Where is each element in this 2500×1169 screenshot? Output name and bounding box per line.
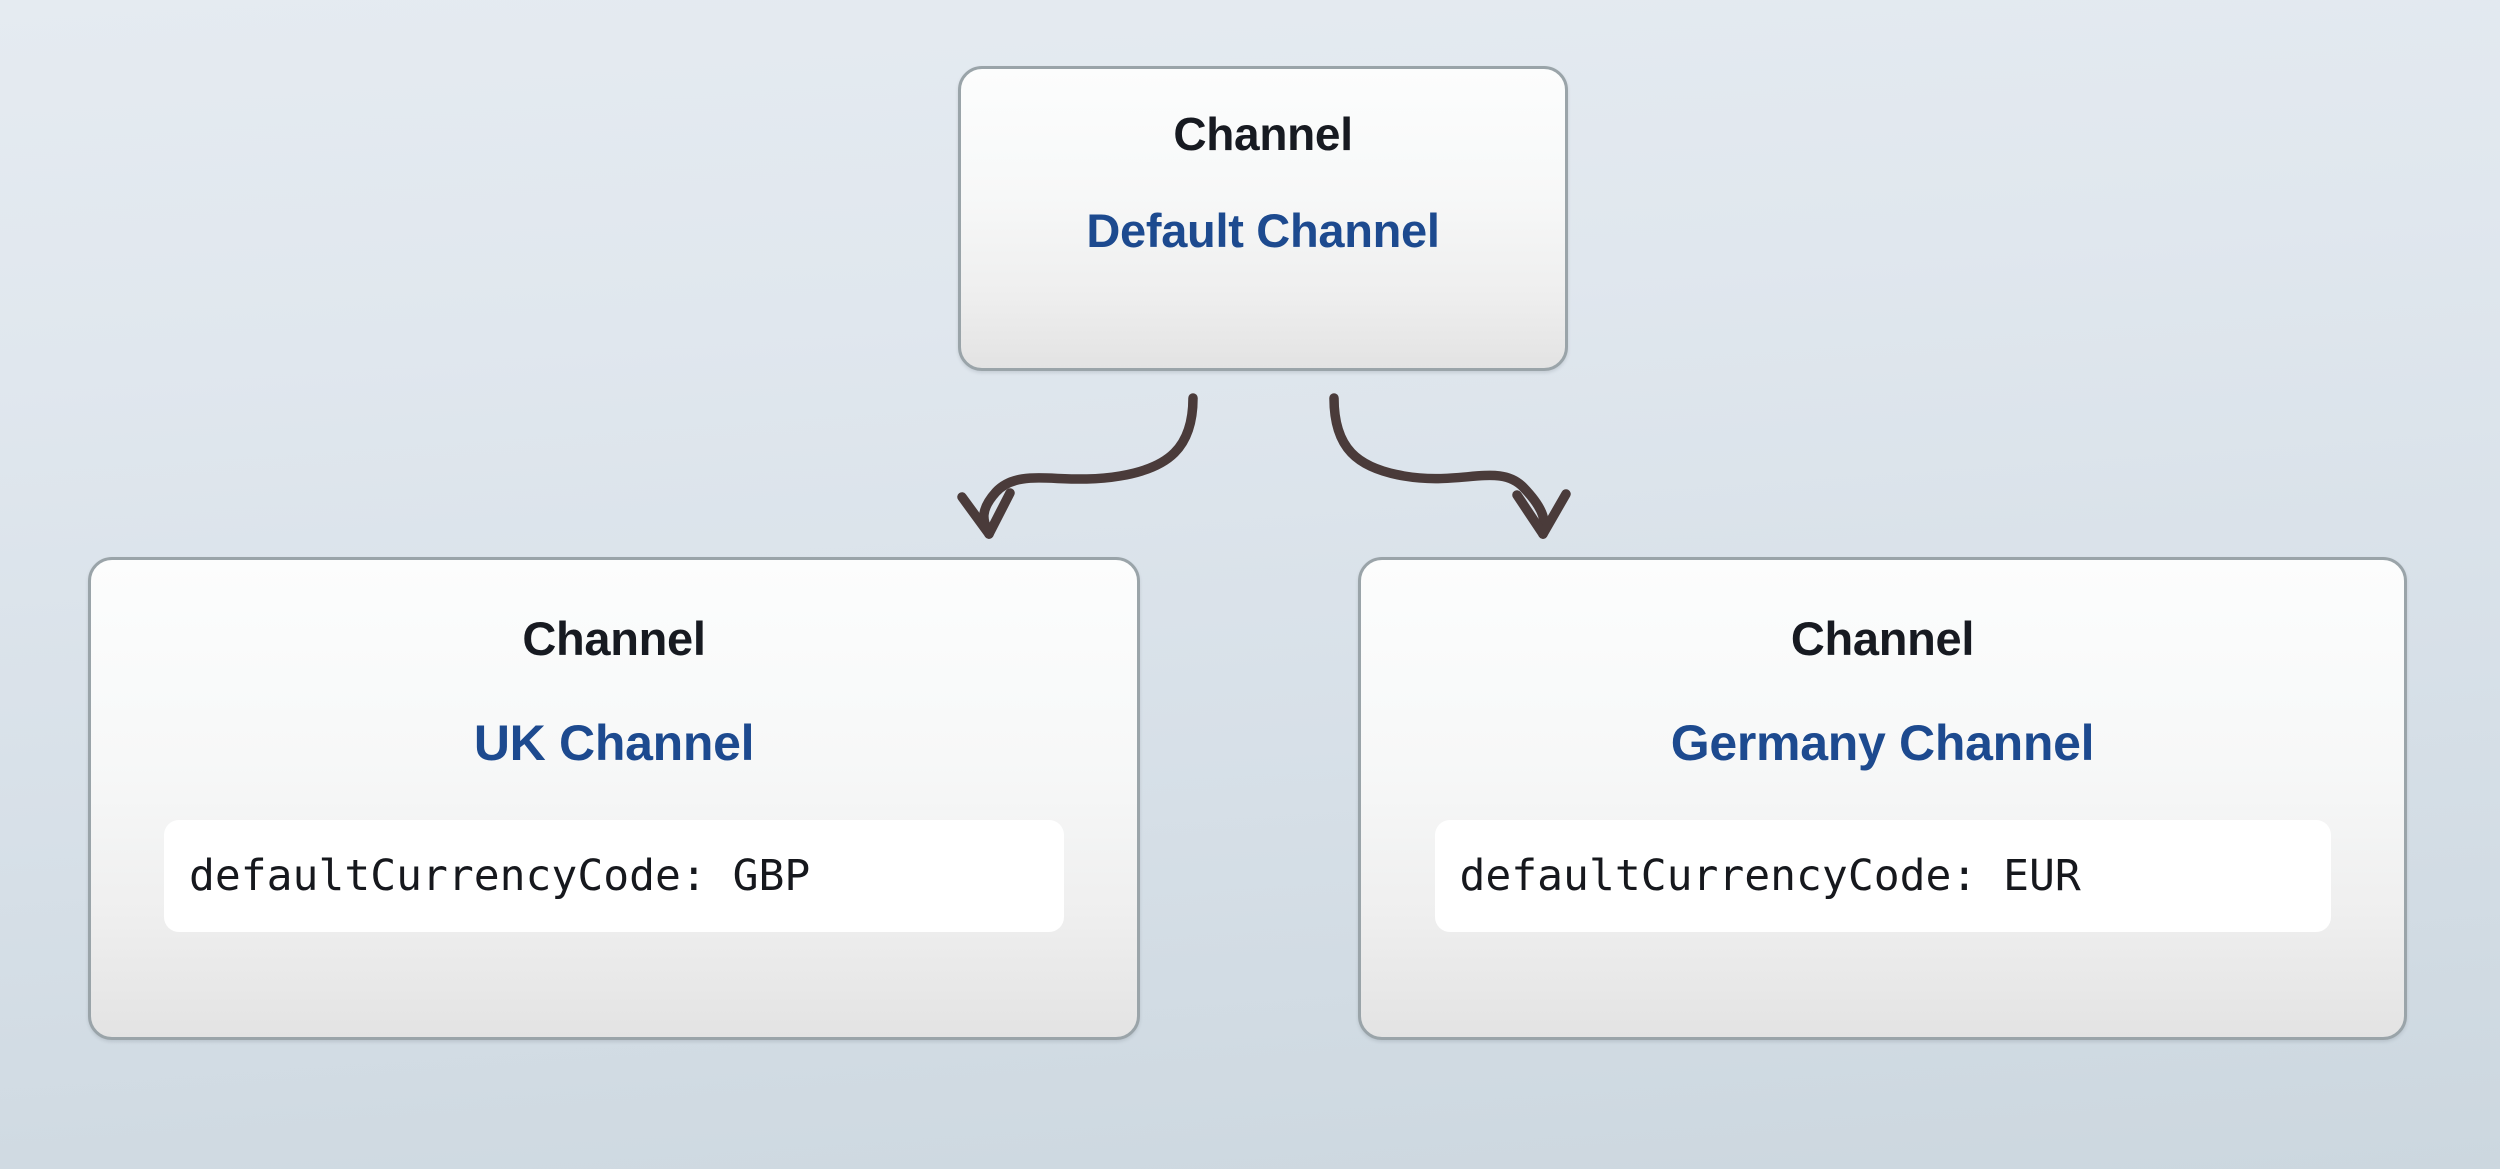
node-name-label: Default Channel <box>1086 204 1440 257</box>
edge-root-to-de <box>1329 393 1571 539</box>
node-name-label: UK Channel <box>473 715 755 771</box>
node-name-label: Germany Channel <box>1670 715 2095 771</box>
node-germany-channel[interactable]: Channel Germany Channel defaultCurrencyC… <box>1358 557 2407 1040</box>
node-type-label: Channel <box>1173 108 1353 160</box>
property-chip: defaultCurrencyCode: GBP <box>164 820 1064 932</box>
node-type-label: Channel <box>1790 612 1975 665</box>
arrowhead-right-wing <box>984 488 1015 539</box>
node-uk-channel[interactable]: Channel UK Channel defaultCurrencyCode: … <box>88 557 1140 1040</box>
arrowhead-left-wing <box>957 492 994 539</box>
node-default-channel[interactable]: Channel Default Channel <box>958 66 1568 371</box>
arrowhead-right-wing <box>1538 489 1571 539</box>
arrowhead-left-wing <box>1512 490 1548 539</box>
property-chip: defaultCurrencyCode: EUR <box>1434 820 2331 932</box>
edge-root-to-uk <box>957 393 1198 539</box>
node-type-label: Channel <box>522 612 706 665</box>
